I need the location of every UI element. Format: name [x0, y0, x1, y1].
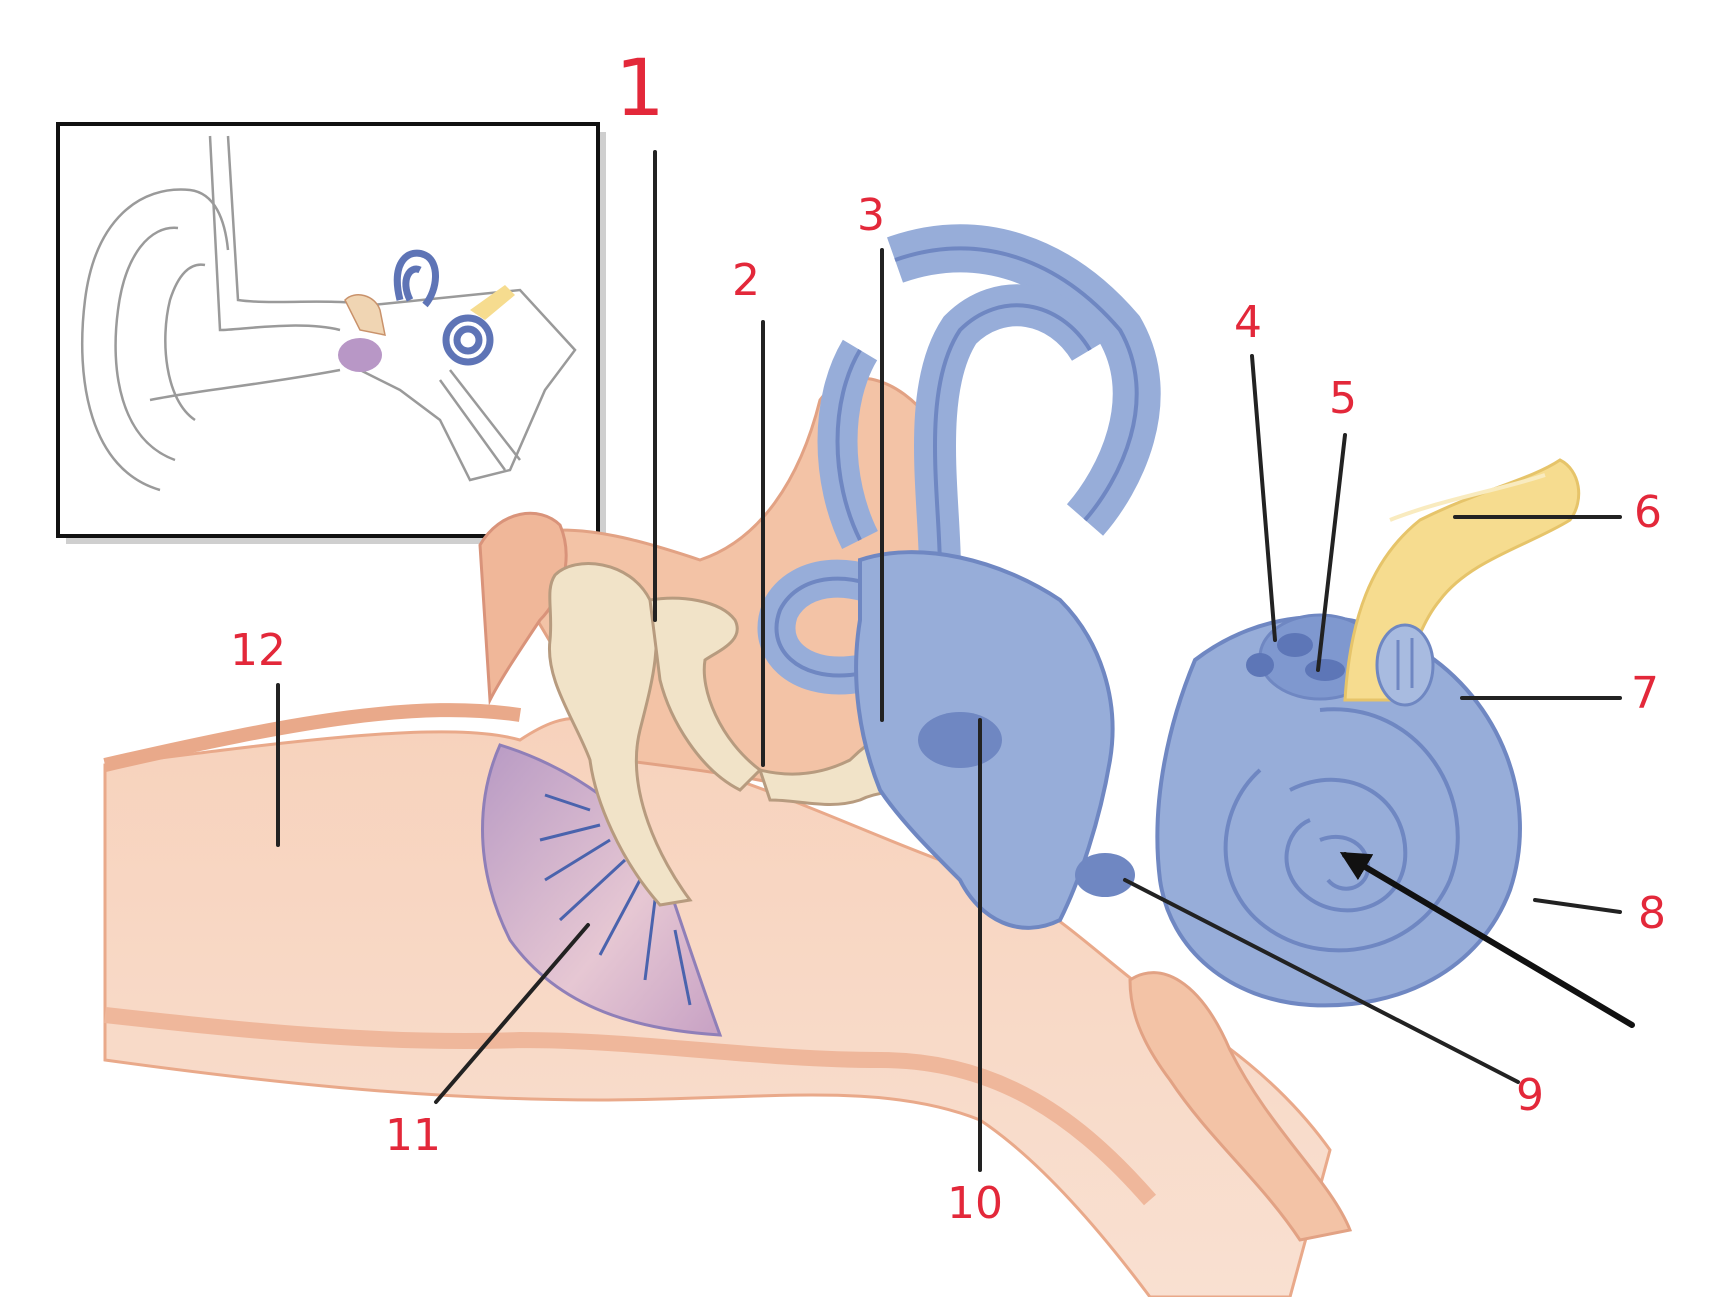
cochlear-duct: [1305, 659, 1345, 681]
label-6: 6: [1634, 487, 1662, 538]
label-numbers: 1 2 3 4 5 6 7 8 9 10 11 12: [230, 44, 1666, 1229]
round-window: [1075, 853, 1135, 897]
label-8: 8: [1638, 888, 1666, 939]
inset-nerve: [470, 285, 515, 320]
label-2: 2: [732, 255, 760, 306]
label-9: 9: [1516, 1070, 1544, 1121]
nerve-cross-section: [1375, 623, 1435, 707]
label-10: 10: [947, 1178, 1003, 1229]
label-7: 7: [1631, 668, 1659, 719]
cochlea: [1155, 613, 1522, 1008]
leader-lines: [276, 150, 1635, 1172]
leader-line-5: [1316, 433, 1347, 672]
label-5: 5: [1329, 373, 1357, 424]
inset-labyrinth: [393, 249, 494, 366]
scala-vestibuli: [1277, 633, 1313, 657]
leader-line-11: [434, 923, 590, 1104]
label-3: 3: [857, 190, 885, 241]
label-4: 4: [1234, 297, 1262, 348]
leader-line-4: [1250, 354, 1277, 642]
vestibulocochlear-nerve: [1343, 458, 1581, 707]
label-12: 12: [230, 625, 286, 676]
oval-window: [918, 712, 1002, 768]
leader-line-9: [1123, 878, 1520, 1084]
inset-frame: [56, 122, 600, 538]
scala-tympani: [1246, 653, 1274, 677]
leader-arrow-icon: [1339, 851, 1635, 1028]
label-11: 11: [385, 1110, 441, 1161]
label-1: 1: [615, 44, 665, 134]
inset-ear-thumbnail: [56, 122, 606, 544]
inset-eardrum: [338, 338, 382, 372]
incus: [648, 596, 763, 792]
inset-ear-thumbnail-icon: [80, 135, 577, 492]
inset-ossicles: [344, 294, 386, 336]
leader-line-8: [1533, 898, 1622, 914]
